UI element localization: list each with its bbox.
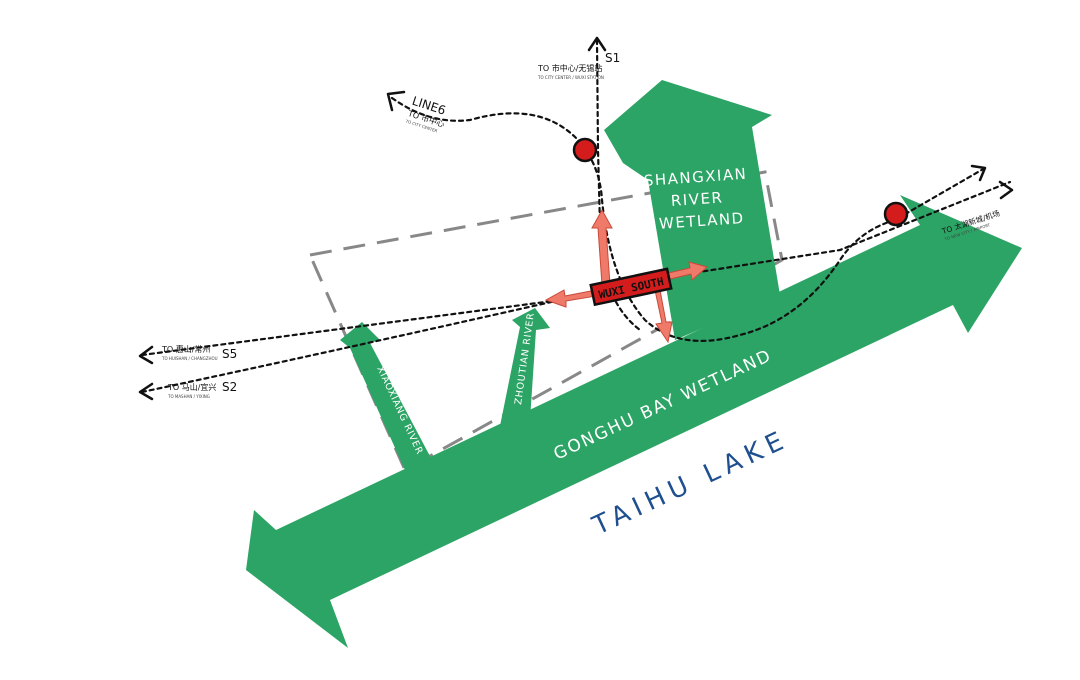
s1-open-arrow-icon — [587, 36, 607, 52]
line6-open-arrow-icon — [386, 90, 406, 112]
shangxian-wetland-arrow — [604, 80, 780, 340]
east-open-arrow-icon — [970, 164, 987, 182]
direction-arrow-up — [591, 208, 613, 286]
s5-destination-sub: TO HUISHAN / CHANGZHOU — [161, 356, 218, 361]
line6-route-label: LINE6 TO 市中心 TO CITY CENTER — [404, 94, 447, 134]
s5-code: S5 — [222, 347, 237, 361]
s5-destination: TO 惠山/常州 — [161, 344, 210, 354]
zhoutian-river-arrow — [500, 308, 550, 426]
direction-arrow-down — [654, 289, 673, 344]
station-circle-icon — [883, 201, 909, 227]
s5-route-label: TO 惠山/常州 TO HUISHAN / CHANGZHOU S5 — [161, 344, 237, 361]
s1-destination-sub: TO CITY CENTER / WUXI STATION — [537, 75, 604, 80]
s1-route-label: TO 市中心/无锡站 TO CITY CENTER / WUXI STATION… — [537, 51, 620, 80]
station-circle-icon — [572, 137, 598, 163]
gonghu-wetland-arrow — [246, 195, 1022, 648]
xiaoxiang-river-arrow — [340, 322, 432, 470]
s2-code: S2 — [222, 380, 237, 394]
s1-code: S1 — [605, 51, 620, 65]
s5-open-arrow-icon — [138, 345, 154, 365]
east2-open-arrow-icon — [998, 180, 1014, 200]
s2-destination: TO 马山/宜兴 — [167, 382, 216, 392]
s2-destination-sub: TO MASHAN / YIXING — [167, 394, 210, 399]
direction-arrow-left — [544, 289, 597, 308]
s2-open-arrow-icon — [138, 382, 154, 401]
s1-destination: TO 市中心/无锡站 — [537, 63, 602, 73]
s2-route-label: TO 马山/宜兴 TO MASHAN / YIXING S2 — [167, 380, 237, 399]
s2-line — [140, 298, 562, 394]
